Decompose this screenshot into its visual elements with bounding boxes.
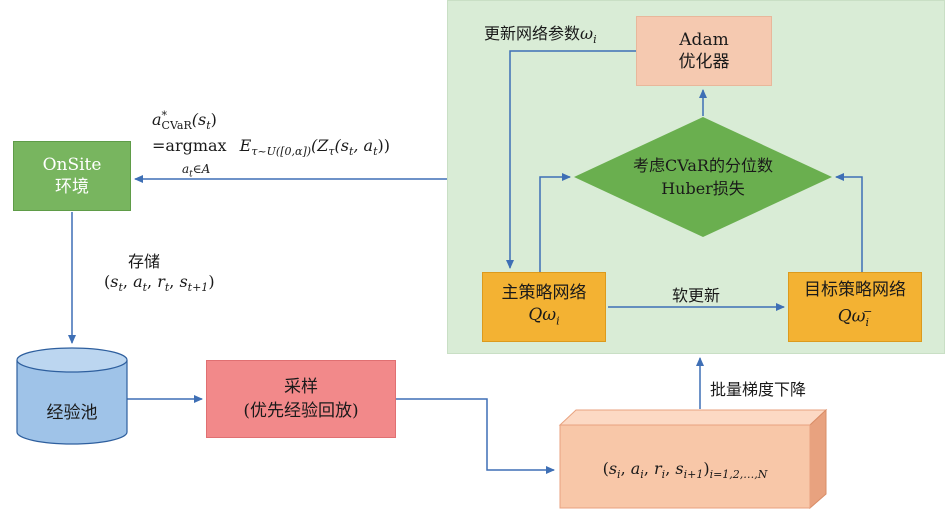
update-params-label: 更新网络参数ωi [484,24,597,47]
soft-update-label: 软更新 [672,286,721,305]
policy-formula: a*CVaR(st) =argmax Eτ~U([0,α])(Zτ(st, at… [152,108,390,180]
sampling-box: 采样 (优先经验回放) [206,360,396,438]
huber-loss-label: 考虑CVaR的分位数 Huber损失 [633,156,773,198]
arrow-main-to-loss [539,173,571,272]
batch-tuple: (si, ai, ri, si+1)i=1,2,…,N [602,458,768,482]
onsite-environment-box: OnSite 环境 [13,141,131,211]
experience-pool-cylinder [16,347,128,445]
sampling-title: 采样 [284,377,318,397]
adam-subtitle: 优化器 [678,52,730,72]
experience-pool-label: 经验池 [46,402,98,423]
sampling-subtitle: (优先经验回放) [243,401,359,421]
adam-optimizer-box: Adam 优化器 [636,16,772,86]
adam-title: Adam [679,30,729,50]
store-tuple: (st, at, rt, st+1) [104,272,215,295]
main-net-title: 主策略网络 [501,282,587,303]
target-net-title: 目标策略网络 [804,280,906,301]
batch-descent-label: 批量梯度下降 [710,380,807,399]
arrow-sample-to-batch [396,398,555,474]
arrow-target-to-loss [835,173,863,272]
batch-box-3d [558,408,828,510]
arrow-update-params [506,50,636,269]
main-net-symbol: Qωi [528,304,560,328]
target-policy-network: 目标策略网络 Qωi− [788,272,922,342]
huber-loss-diamond [574,117,832,237]
onsite-subtitle: 环境 [55,177,89,197]
onsite-title: OnSite [42,155,102,175]
main-policy-network: 主策略网络 Qωi [482,272,606,342]
target-net-symbol: Qωi− [837,305,873,330]
store-label: 存储 [128,252,161,271]
